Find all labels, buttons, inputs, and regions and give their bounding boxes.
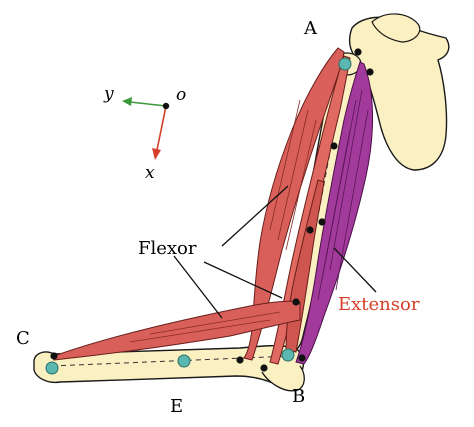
attachment-dot — [298, 354, 306, 362]
brachioradialis — [53, 300, 301, 361]
x-axis-arrowhead — [152, 148, 161, 160]
flexor-label: Flexor — [138, 238, 197, 259]
wrist-pivot — [45, 361, 59, 375]
extensor-leader — [333, 247, 377, 293]
origin-label: o — [176, 85, 186, 105]
point-label-a: A — [303, 18, 318, 39]
attachment-dot — [50, 352, 58, 360]
attachment-dot — [292, 298, 300, 306]
attachment-dot — [236, 356, 244, 364]
attachment-dot — [260, 364, 268, 372]
triceps-fiber-lines — [317, 89, 369, 301]
forearm-pivot — [177, 354, 191, 368]
pivot-points — [45, 57, 352, 375]
point-label-e: E — [170, 396, 183, 417]
attachment-dot — [330, 142, 338, 150]
flexor-fiber-lines — [129, 99, 317, 343]
coordinate-axes: o y x — [103, 84, 186, 183]
acromion — [371, 13, 421, 43]
origin-dot — [162, 102, 170, 110]
x-axis-arrow — [156, 105, 167, 151]
elbow-pivot — [281, 348, 295, 362]
point-label-c: C — [16, 328, 30, 349]
flexor-leader-3 — [173, 255, 223, 319]
attachment-points — [50, 48, 374, 372]
attachment-dot — [318, 218, 326, 226]
flexor-leader-2 — [203, 261, 283, 299]
flexor-leader-1 — [221, 185, 289, 247]
attachment-dot — [306, 226, 314, 234]
x-axis-label: x — [145, 163, 155, 183]
extensor-label: Extensor — [338, 294, 420, 315]
y-axis-arrow — [129, 101, 167, 107]
shoulder-pivot — [338, 57, 352, 71]
y-axis-label: y — [103, 84, 114, 104]
olecranon — [261, 365, 305, 392]
attachment-dot — [354, 48, 362, 56]
leader-lines — [173, 185, 377, 319]
y-axis-arrowhead — [122, 97, 132, 106]
flexor-muscles — [53, 47, 351, 365]
extensor-muscle — [295, 61, 374, 365]
point-label-b: B — [292, 386, 305, 407]
biceps-long-head — [243, 47, 345, 361]
attachment-dot — [366, 68, 374, 76]
